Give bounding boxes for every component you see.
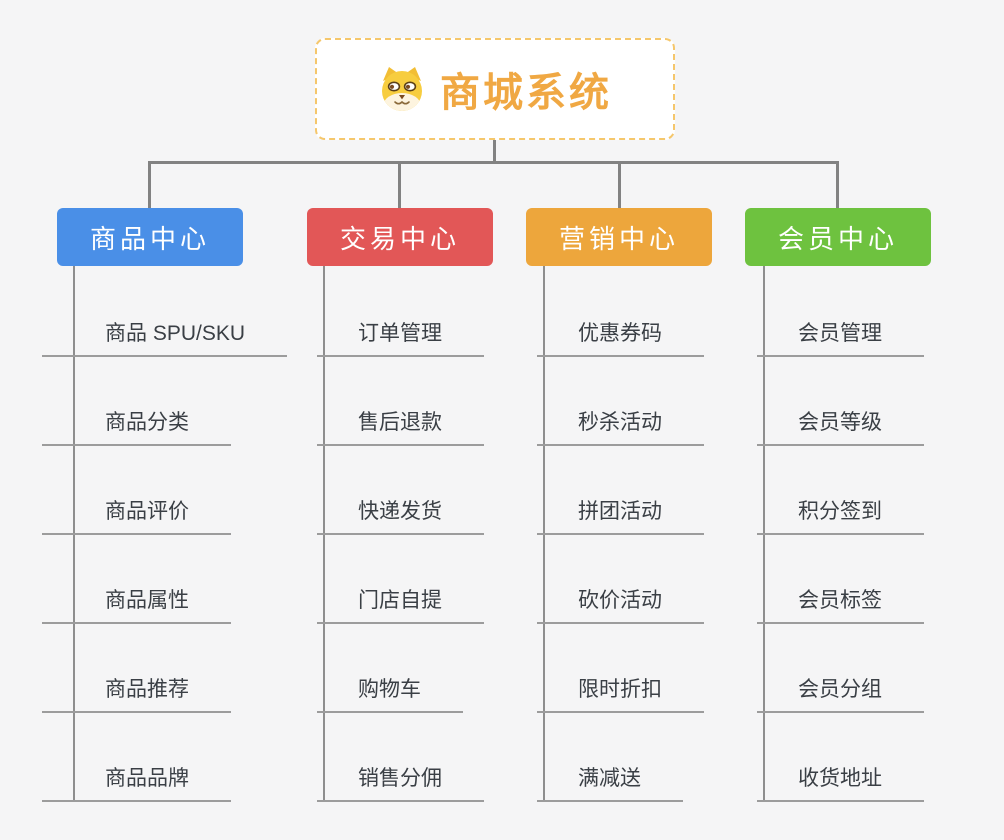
child-node-label: 售后退款	[358, 411, 442, 434]
branch-column: 营销中心 优惠券码秒杀活动拼团活动砍价活动限时折扣满减送	[526, 208, 786, 840]
mindmap-child-node[interactable]: 拼团活动	[537, 498, 704, 535]
child-node-label: 满减送	[578, 767, 641, 790]
mindmap-child-node[interactable]: 商品 SPU/SKU	[42, 320, 288, 357]
mindmap-child-node[interactable]: 商品品牌	[42, 765, 231, 802]
mindmap-child-node[interactable]: 限时折扣	[537, 676, 704, 713]
branch-label: 交易中心	[339, 223, 460, 254]
mindmap-child-node[interactable]: 商品属性	[42, 587, 231, 624]
child-node-label: 商品评价	[105, 500, 189, 523]
doge-icon	[378, 65, 426, 113]
mindmap-child-node[interactable]: 会员等级	[757, 409, 924, 446]
child-node-label: 砍价活动	[578, 589, 662, 612]
mindmap-child-node[interactable]: 订单管理	[317, 320, 484, 357]
branch-label: 会员中心	[777, 223, 898, 254]
child-node-label: 拼团活动	[578, 500, 662, 523]
branch-node[interactable]: 交易中心	[307, 208, 493, 266]
mindmap-child-node[interactable]: 收货地址	[757, 765, 924, 802]
child-node-label: 商品 SPU/SKU	[105, 322, 246, 345]
child-node-label: 积分签到	[798, 500, 882, 523]
connector-drop-line	[618, 163, 621, 209]
child-node-label: 会员分组	[798, 678, 882, 701]
child-node-label: 会员等级	[798, 411, 882, 434]
child-node-label: 秒杀活动	[578, 411, 662, 434]
mindmap-child-node[interactable]: 销售分佣	[317, 765, 484, 802]
root-node[interactable]: 商城系统	[315, 38, 675, 140]
branch-column: 商品中心 商品 SPU/SKU 商品分类商品评价商品属性商品推荐商品品牌	[42, 208, 317, 840]
mindmap-child-node[interactable]: 优惠券码	[537, 320, 704, 357]
mindmap-child-node[interactable]: 商品推荐	[42, 676, 231, 713]
mindmap-child-node[interactable]: 会员标签	[757, 587, 924, 624]
mindmap-child-node[interactable]: 秒杀活动	[537, 409, 704, 446]
mindmap-child-node[interactable]: 会员管理	[757, 320, 924, 357]
child-node-label: 商品分类	[105, 411, 189, 434]
mindmap-child-node[interactable]: 会员分组	[757, 676, 924, 713]
connector-root-stub	[493, 140, 496, 163]
connector-drop-line	[836, 163, 839, 209]
branch-column: 会员中心 会员管理会员等级积分签到会员标签会员分组收货地址	[745, 208, 1004, 840]
child-node-label: 商品品牌	[105, 767, 189, 790]
connector-drop-line	[398, 163, 401, 209]
mindmap-child-node[interactable]: 积分签到	[757, 498, 924, 535]
child-node-label: 会员标签	[798, 589, 882, 612]
branch-node[interactable]: 营销中心	[526, 208, 712, 266]
child-node-label: 限时折扣	[578, 678, 662, 701]
mindmap-child-node[interactable]: 门店自提	[317, 587, 484, 624]
child-node-label: 商品属性	[105, 589, 189, 612]
child-node-label: 收货地址	[798, 767, 882, 790]
mindmap-child-node[interactable]: 购物车	[317, 676, 463, 713]
mindmap-child-node[interactable]: 商品分类	[42, 409, 231, 446]
branch-node[interactable]: 商品中心	[57, 208, 243, 266]
mindmap-child-node[interactable]: 商品评价	[42, 498, 231, 535]
child-node-label: 门店自提	[358, 589, 442, 612]
branch-node[interactable]: 会员中心	[745, 208, 931, 266]
child-node-label: 快递发货	[358, 500, 442, 523]
mindmap-child-node[interactable]: 满减送	[537, 765, 683, 802]
branch-column: 交易中心 订单管理售后退款快递发货门店自提购物车销售分佣	[307, 208, 567, 840]
branch-label: 商品中心	[89, 223, 210, 254]
mindmap-child-node[interactable]: 砍价活动	[537, 587, 704, 624]
child-node-label: 商品推荐	[105, 678, 189, 701]
child-node-label: 会员管理	[798, 322, 882, 345]
connector-horizontal-line	[148, 161, 839, 164]
connector-drop-line	[148, 163, 151, 209]
child-node-label: 订单管理	[358, 322, 442, 345]
mindmap-child-node[interactable]: 快递发货	[317, 498, 484, 535]
child-node-label: 购物车	[358, 678, 421, 701]
child-node-label: 销售分佣	[358, 767, 442, 790]
branch-label: 营销中心	[558, 223, 679, 254]
child-node-label: 优惠券码	[578, 322, 662, 345]
root-title: 商城系统	[440, 71, 612, 115]
mindmap-child-node[interactable]: 售后退款	[317, 409, 484, 446]
